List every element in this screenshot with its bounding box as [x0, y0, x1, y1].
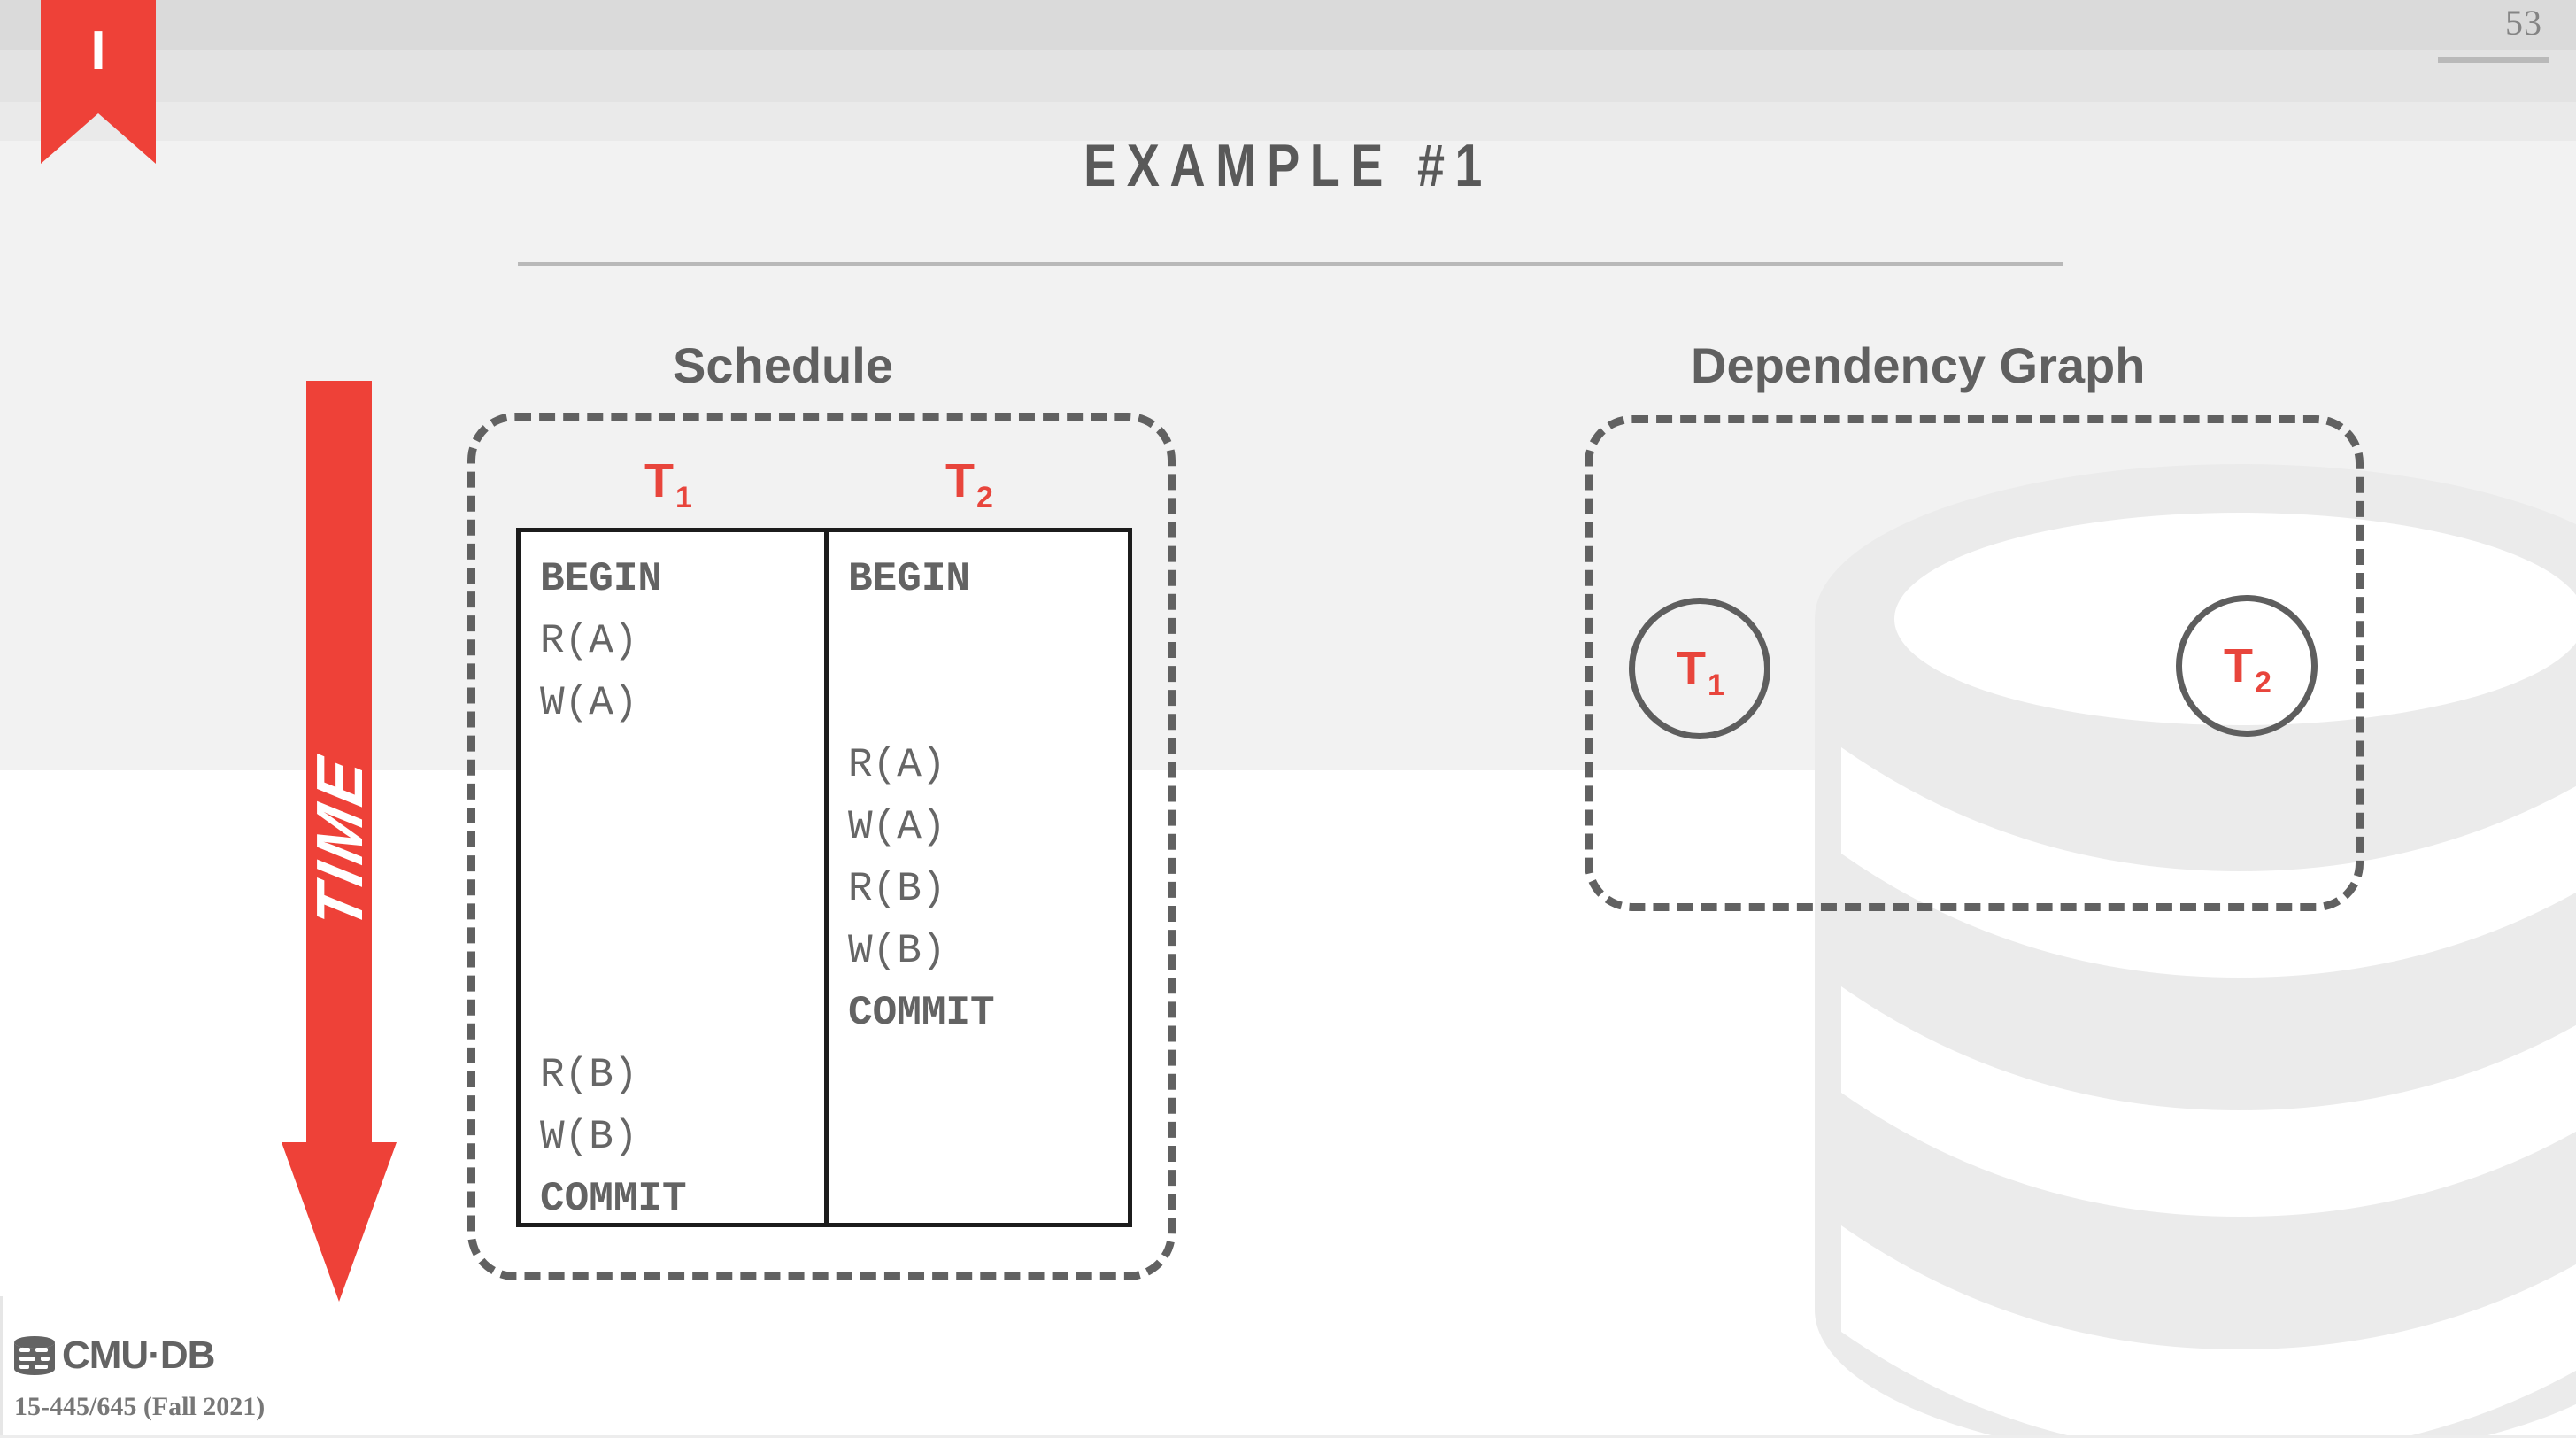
schedule-column-t1: BEGIN R(A) W(A) R(B) W(B) COMMIT — [521, 532, 824, 1223]
schedule-op-blank — [848, 1106, 1128, 1168]
schedule-op: R(B) — [540, 1052, 638, 1098]
schedule-op-blank — [540, 734, 824, 796]
schedule-op: COMMIT — [848, 990, 995, 1036]
schedule-op: R(B) — [848, 866, 946, 912]
page-number-rule — [2438, 57, 2549, 63]
cmu-db-logo[interactable]: CMU·DB — [12, 1334, 215, 1378]
schedule-op: BEGIN — [848, 556, 971, 602]
schedule-op: W(A) — [848, 804, 946, 850]
schedule-column-label-t1: T1 — [644, 453, 692, 514]
background-band-2 — [0, 50, 2576, 102]
schedule-op: BEGIN — [540, 556, 663, 602]
schedule-op: W(B) — [540, 1114, 638, 1160]
graph-node-t2-letter: T — [2224, 639, 2254, 692]
page-number: 53 — [2505, 3, 2542, 43]
title-divider — [518, 262, 2063, 266]
schedule-op: R(A) — [848, 742, 946, 788]
schedule-op: COMMIT — [540, 1176, 687, 1222]
graph-node-t2[interactable]: T2 — [2176, 595, 2318, 737]
ribbon-letter: I — [90, 20, 106, 81]
cmu-db-logo-text: CMU·DB — [62, 1334, 215, 1377]
schedule-column-label-t2: T2 — [945, 453, 993, 514]
course-label: 15-445/645 (Fall 2021) — [14, 1392, 266, 1421]
schedule-op-blank — [540, 920, 824, 982]
dependency-graph-heading: Dependency Graph — [1691, 337, 2146, 393]
page-title: EXAMPLE #1 — [1084, 132, 1492, 199]
background-band-3 — [0, 102, 2576, 141]
schedule-op-blank — [540, 982, 824, 1044]
schedule-heading: Schedule — [673, 337, 893, 393]
database-cylinder-icon — [14, 1336, 55, 1375]
graph-node-t1-label: T1 — [1677, 641, 1724, 702]
schedule-op-blank — [848, 672, 1128, 734]
schedule-op: W(A) — [540, 680, 638, 726]
section-ribbon: I — [41, 0, 156, 164]
footer-bottom-rule — [0, 1435, 2576, 1438]
schedule-op-blank — [848, 1168, 1128, 1230]
schedule-op: W(B) — [848, 928, 946, 974]
schedule-op-blank — [540, 858, 824, 920]
ribbon-shape-icon — [41, 0, 156, 164]
schedule-op-blank — [848, 1044, 1128, 1106]
graph-node-t2-label: T2 — [2224, 638, 2271, 700]
graph-node-t1-letter: T — [1677, 642, 1707, 695]
schedule-op-blank — [540, 796, 824, 858]
background-band-1 — [0, 0, 2576, 50]
graph-node-t1-subscript: 1 — [1708, 669, 1724, 702]
schedule-table: BEGIN R(A) W(A) R(B) W(B) COMMIT BEGIN R(A) W… — [516, 528, 1132, 1227]
graph-node-t1[interactable]: T1 — [1629, 598, 1770, 739]
graph-node-t2-subscript: 2 — [2255, 666, 2271, 700]
schedule-column-label-t1-text: T — [644, 454, 674, 507]
schedule-op: R(A) — [540, 618, 638, 664]
schedule-column-label-t1-subscript: 1 — [675, 481, 692, 514]
dependency-graph-dashed-container — [1585, 415, 2364, 911]
time-arrow-icon — [282, 381, 397, 1302]
schedule-column-label-t2-subscript: 2 — [976, 481, 993, 514]
schedule-op-blank — [848, 610, 1128, 672]
schedule-column-t2: BEGIN R(A) W(A) R(B) W(B) COMMIT — [824, 532, 1128, 1223]
schedule-dashed-container — [467, 413, 1176, 1280]
schedule-column-label-t2-text: T — [945, 454, 975, 507]
footer-left-rule — [0, 1296, 3, 1438]
